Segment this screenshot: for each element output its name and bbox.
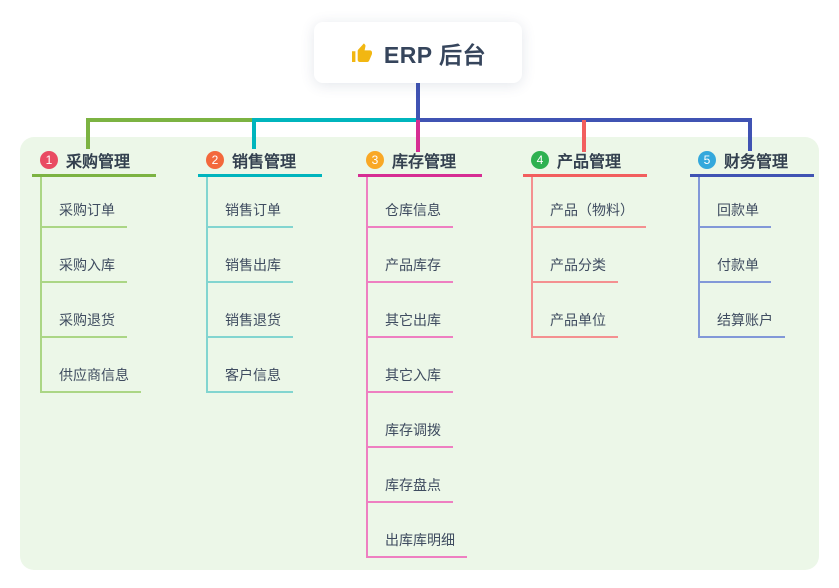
tree-node[interactable]: 出库库明细 [368,503,518,558]
tree-node[interactable]: 仓库信息 [368,177,518,228]
tree-node-label: 采购订单 [42,200,127,228]
tree-node-label: 结算账户 [700,310,785,338]
tree-node-label: 出库库明细 [368,530,467,558]
branch-inventory-children: 仓库信息 产品库存 其它出库 其它入库 库存调拨 库存盘点 出库库明细 [366,177,518,558]
thumbs-up-glyph [351,42,372,62]
branch-label: 库存管理 [392,154,457,171]
tree-node[interactable]: 回款单 [700,177,839,228]
branch-sales-management: 2 销售管理 销售订单 销售出库 销售退货 客户信息 [198,146,358,393]
thumbs-up-icon [351,42,372,62]
tree-node-label: 回款单 [700,200,771,228]
branch-number-badge: 2 [206,151,224,169]
branch-inventory-management: 3 库存管理 仓库信息 产品库存 其它出库 其它入库 库存调拨 库存盘点 出库库… [358,146,518,558]
branch-product-children: 产品（物料） 产品分类 产品单位 [531,177,683,338]
tree-node[interactable]: 采购入库 [42,228,192,283]
tree-node-label: 产品分类 [533,255,618,283]
tree-node-label: 销售退货 [208,310,293,338]
tree-node[interactable]: 结算账户 [700,283,839,338]
tree-node-label: 客户信息 [208,365,293,393]
branch-number-badge: 5 [698,151,716,169]
connector-branch-1 [86,118,256,149]
tree-node-label: 其它出库 [368,310,453,338]
branch-purchase-header[interactable]: 1 采购管理 [32,146,156,177]
tree-node[interactable]: 产品分类 [533,228,683,283]
branch-number-badge: 1 [40,151,58,169]
tree-node[interactable]: 产品库存 [368,228,518,283]
tree-node[interactable]: 其它出库 [368,283,518,338]
tree-node-label: 其它入库 [368,365,453,393]
tree-node[interactable]: 产品（物料） [533,177,683,228]
tree-node-label: 付款单 [700,255,771,283]
tree-node[interactable]: 销售退货 [208,283,358,338]
tree-node-label: 产品（物料） [533,200,646,228]
branch-number-badge: 3 [366,151,384,169]
tree-node[interactable]: 付款单 [700,228,839,283]
tree-node[interactable]: 客户信息 [208,338,358,393]
branch-purchase-children: 采购订单 采购入库 采购退货 供应商信息 [40,177,192,393]
branch-label: 产品管理 [557,154,622,171]
tree-node-label: 采购入库 [42,255,127,283]
branch-product-header[interactable]: 4 产品管理 [523,146,647,177]
tree-node[interactable]: 其它入库 [368,338,518,393]
tree-node[interactable]: 库存调拨 [368,393,518,448]
branch-finance-management: 5 财务管理 回款单 付款单 结算账户 [690,146,839,338]
branches-panel [20,137,819,570]
tree-node-label: 产品单位 [533,310,618,338]
tree-node-label: 库存调拨 [368,420,453,448]
tree-node-label: 库存盘点 [368,475,453,503]
tree-node[interactable]: 采购订单 [42,177,192,228]
tree-node[interactable]: 销售出库 [208,228,358,283]
tree-node-label: 产品库存 [368,255,453,283]
tree-node[interactable]: 产品单位 [533,283,683,338]
branch-product-management: 4 产品管理 产品（物料） 产品分类 产品单位 [523,146,683,338]
tree-node[interactable]: 采购退货 [42,283,192,338]
connector-branch-2 [252,118,418,149]
tree-node-label: 销售订单 [208,200,293,228]
tree-node-label: 销售出库 [208,255,293,283]
branch-purchase-management: 1 采购管理 采购订单 采购入库 采购退货 供应商信息 [32,146,192,393]
branch-finance-children: 回款单 付款单 结算账户 [698,177,839,338]
tree-node-label: 采购退货 [42,310,127,338]
tree-node-label: 仓库信息 [368,200,453,228]
branch-label: 销售管理 [232,154,297,171]
tree-node[interactable]: 销售订单 [208,177,358,228]
branch-sales-children: 销售订单 销售出库 销售退货 客户信息 [206,177,358,393]
branch-sales-header[interactable]: 2 销售管理 [198,146,322,177]
tree-node[interactable]: 供应商信息 [42,338,192,393]
branch-finance-header[interactable]: 5 财务管理 [690,146,814,177]
tree-node-label: 供应商信息 [42,365,141,393]
connector-lines [86,82,752,152]
branch-number-badge: 4 [531,151,549,169]
connector-branch-5 [418,118,752,151]
branch-label: 采购管理 [66,154,131,171]
root-node[interactable]: ERP 后台 [314,22,522,83]
tree-node[interactable]: 库存盘点 [368,448,518,503]
root-title: ERP 后台 [383,41,487,68]
branch-inventory-header[interactable]: 3 库存管理 [358,146,482,177]
branch-label: 财务管理 [724,154,789,171]
